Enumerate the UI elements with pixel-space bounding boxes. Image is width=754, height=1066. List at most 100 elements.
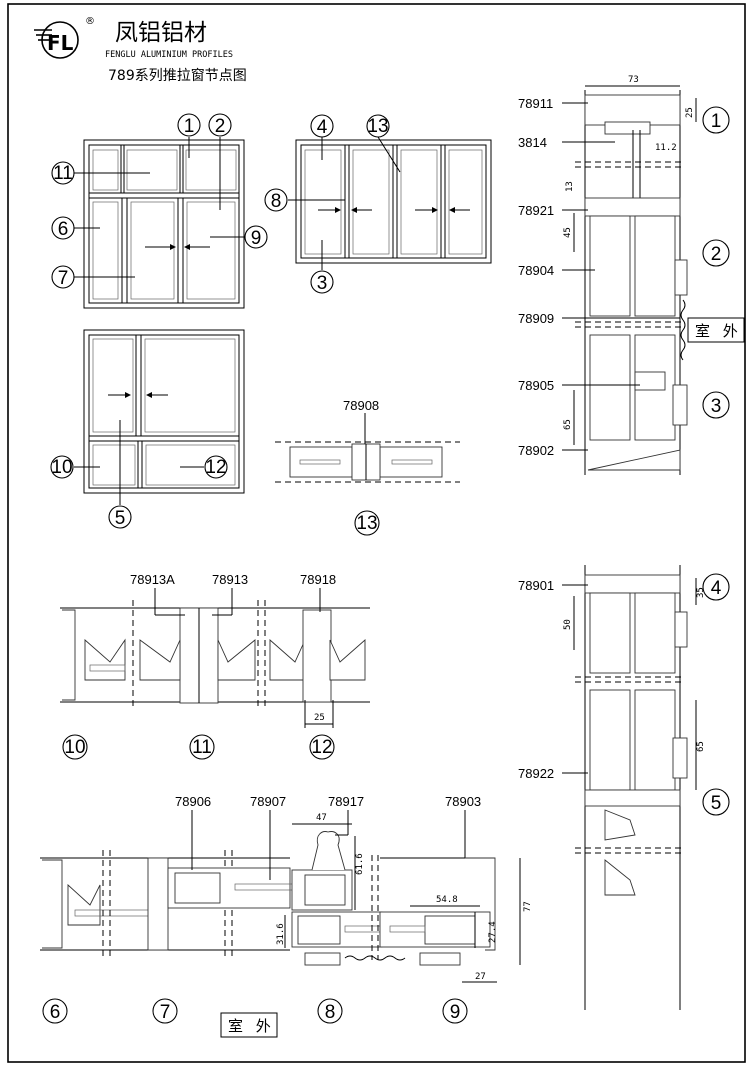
dimension-35: 35 — [696, 587, 706, 598]
node-marker-2a: 2 — [208, 113, 232, 137]
profile-label-78922: 78922 — [518, 766, 554, 781]
svg-text:12: 12 — [311, 737, 332, 758]
node-marker-7a: 7 — [51, 265, 75, 289]
brand-name-en: FENGLU ALUMINIUM PROFILES — [105, 50, 233, 60]
svg-text:9: 9 — [251, 228, 262, 249]
section-details-6-7-8-9 — [40, 810, 521, 983]
node-marker-10: 10 — [62, 734, 88, 760]
profile-label-78913: 78913 — [212, 572, 248, 587]
svg-text:8: 8 — [271, 191, 282, 212]
section-details-10-11-12 — [60, 588, 370, 728]
svg-text:12: 12 — [205, 457, 226, 478]
dimension-25: 25 — [685, 107, 695, 118]
svg-text:11: 11 — [53, 163, 73, 184]
svg-text:3: 3 — [711, 396, 722, 417]
svg-text:5: 5 — [115, 508, 126, 529]
svg-text:3: 3 — [317, 273, 328, 294]
svg-text:4: 4 — [317, 117, 328, 138]
svg-text:2: 2 — [711, 244, 722, 265]
node-marker-12a: 12 — [204, 455, 228, 479]
node-marker-6: 6 — [42, 998, 68, 1024]
window-elevation-b — [288, 136, 492, 270]
svg-text:10: 10 — [51, 457, 72, 478]
node-marker-1a: 1 — [177, 113, 201, 137]
node-marker-8: 8 — [317, 998, 343, 1024]
svg-text:2: 2 — [215, 116, 226, 137]
dimension-61-6: 61.6 — [355, 853, 365, 875]
node-marker-13a: 13 — [366, 114, 390, 138]
outside-label-box-right — [687, 317, 745, 343]
profile-label-78904: 78904 — [518, 263, 554, 278]
profile-label-3814: 3814 — [518, 135, 547, 150]
svg-text:9: 9 — [450, 1002, 461, 1023]
dimension-65-lower: 65 — [696, 741, 706, 752]
dimension-54-8: 54.8 — [436, 895, 458, 905]
node-marker-10a: 10 — [50, 455, 74, 479]
dimension-31-6: 31.6 — [276, 923, 286, 945]
profile-label-78902: 78902 — [518, 443, 554, 458]
node-marker-11: 11 — [189, 734, 215, 760]
svg-text:7: 7 — [160, 1002, 171, 1023]
node-marker-3a: 3 — [310, 270, 334, 294]
svg-text:6: 6 — [50, 1002, 61, 1023]
svg-text:13: 13 — [356, 513, 377, 534]
section-detail-13 — [275, 413, 460, 483]
dimension-25-d12: 25 — [314, 713, 325, 723]
node-marker-5: 5 — [702, 788, 730, 816]
node-marker-3: 3 — [702, 391, 730, 419]
profile-label-78903: 78903 — [445, 794, 481, 809]
node-marker-11a: 11 — [51, 161, 75, 185]
svg-text:1: 1 — [711, 111, 722, 132]
profile-label-78907: 78907 — [250, 794, 286, 809]
node-marker-4a: 4 — [310, 114, 334, 138]
dimension-77: 77 — [523, 901, 533, 912]
vertical-section-right — [562, 85, 697, 1010]
svg-text:6: 6 — [58, 219, 69, 240]
svg-text:1: 1 — [184, 116, 195, 137]
dimension-73: 73 — [628, 75, 639, 85]
profile-label-78909: 78909 — [518, 311, 554, 326]
node-marker-9: 9 — [442, 998, 468, 1024]
brand-name-cn: 凤铝铝材 — [115, 20, 207, 46]
dimension-11-2: 11.2 — [655, 143, 677, 153]
node-marker-4: 4 — [702, 573, 730, 601]
dimension-45: 45 — [563, 227, 573, 238]
drawing-title: 789系列推拉窗节点图 — [108, 67, 247, 84]
node-marker-8a: 8 — [264, 188, 288, 212]
profile-label-78905: 78905 — [518, 378, 554, 393]
profile-label-78917: 78917 — [328, 794, 364, 809]
sheet-border — [7, 3, 746, 1063]
dimension-27-4: 27.4 — [488, 921, 498, 943]
svg-text:10: 10 — [64, 737, 85, 758]
profile-label-78921: 78921 — [518, 203, 554, 218]
node-marker-7: 7 — [152, 998, 178, 1024]
node-marker-1: 1 — [702, 106, 730, 134]
dimension-65: 65 — [563, 419, 573, 430]
profile-label-78918: 78918 — [300, 572, 336, 587]
dimension-50: 50 — [563, 619, 573, 630]
svg-text:5: 5 — [711, 793, 722, 814]
outside-label-right: 室 外 — [695, 322, 742, 340]
profile-label-78906: 78906 — [175, 794, 211, 809]
window-elevation-c — [74, 329, 245, 505]
outside-label-box-bottom — [220, 1012, 278, 1038]
svg-text:8: 8 — [325, 1002, 336, 1023]
dimension-27: 27 — [475, 972, 486, 982]
profile-label-78913a: 78913A — [130, 572, 175, 587]
dimension-47: 47 — [316, 813, 327, 823]
window-elevation-a — [74, 137, 245, 309]
profile-label-78901: 78901 — [518, 578, 554, 593]
svg-text:13: 13 — [367, 116, 388, 137]
profile-label-78908: 78908 — [343, 398, 379, 413]
svg-text:7: 7 — [58, 268, 69, 289]
node-marker-6a: 6 — [51, 216, 75, 240]
profile-label-78911: 78911 — [518, 96, 553, 111]
node-marker-9a: 9 — [244, 225, 268, 249]
logo-letters: FL — [47, 31, 74, 55]
svg-text:4: 4 — [711, 578, 722, 599]
node-marker-13: 13 — [354, 510, 380, 536]
registered-mark: ® — [85, 16, 95, 27]
company-logo: FL ® — [34, 16, 95, 59]
node-marker-5a: 5 — [108, 505, 132, 529]
